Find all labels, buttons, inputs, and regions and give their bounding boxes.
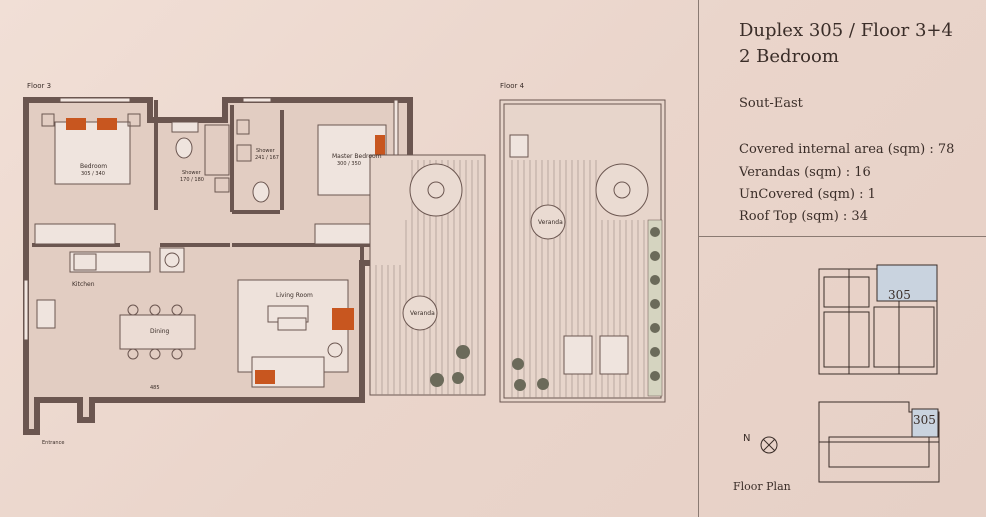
bedroom-label: Bedroom [80,163,108,170]
veranda2-label: Veranda [538,219,563,226]
bedroom-dim: 305 / 340 [81,171,105,177]
floor-plan-caption: Floor Plan [733,480,791,493]
veranda1-label: Veranda [410,310,435,317]
kitchen-label: Kitchen [72,281,95,288]
dining-label: Dining [150,328,170,335]
title-line2: 2 Bedroom [739,46,839,67]
shower2-dim: 241 / 167 [255,155,279,161]
key-plan: 305 305 N Floor Plan [699,237,986,517]
shower1-label: Shower [182,170,201,176]
area-uncovered: UnCovered (sqm) : 1 [739,187,876,202]
north-label: N [743,433,751,444]
floor3-label: Floor 3 [27,82,52,90]
shower1-dim: 170 / 180 [180,177,204,183]
floor-plan-drawing [23,97,666,435]
info-panel: Duplex 305 / Floor 3+4 2 Bedroom Sout-Ea… [698,0,986,517]
orientation: Sout-East [739,96,803,111]
area-rooftop: Roof Top (sqm) : 34 [739,209,868,224]
master-bedroom-dim: 300 / 350 [337,161,361,167]
keyplan-unit-bottom: 305 [913,413,936,427]
master-bedroom-label: Master Bedroom [332,153,382,160]
panel-divider [699,236,986,237]
shower2-label: Shower [256,148,275,154]
title-line1: Duplex 305 / Floor 3+4 [739,20,953,41]
entrance-label: Entrance [42,440,65,446]
living-dimension: 485 [150,385,160,391]
unit-title: Duplex 305 / Floor 3+4 2 Bedroom [739,18,953,70]
area-verandas: Verandas (sqm) : 16 [739,165,871,180]
floor-plans: Floor 3 Floor 4 Bedroom 305 / 340 Shower… [23,82,666,446]
floor4-label: Floor 4 [500,82,525,90]
key-plan-drawing [760,264,940,483]
floor3-plan [23,97,486,435]
floor4-plan [499,99,666,403]
area-covered: Covered internal area (sqm) : 78 [739,142,955,157]
keyplan-unit-top: 305 [888,288,911,302]
living-room-label: Living Room [276,292,313,299]
